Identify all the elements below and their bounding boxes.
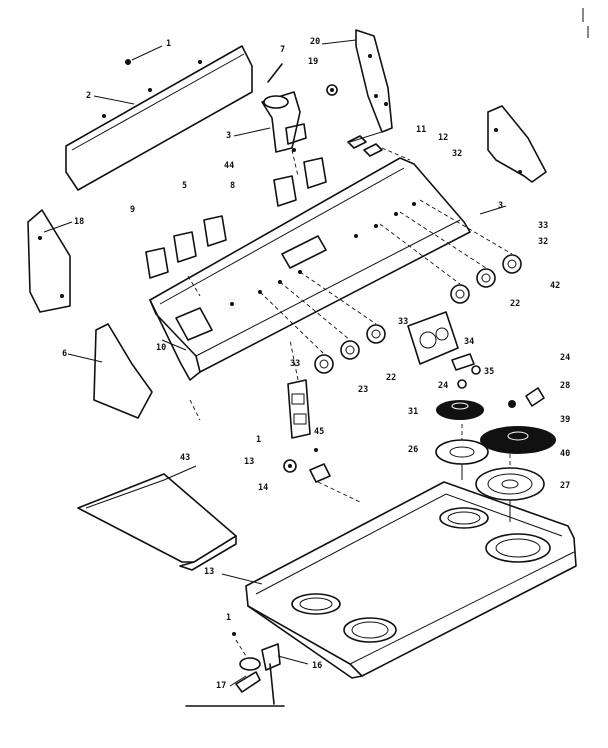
callout: 18: [74, 217, 84, 227]
callout: 22: [386, 373, 396, 383]
leader-dashes: [187, 147, 513, 657]
callout: 5: [182, 181, 187, 191]
leader-lines: [43, 39, 507, 687]
left-bracket-part: [27, 209, 71, 313]
callout: 1: [226, 613, 231, 623]
screw-part: [125, 45, 163, 65]
callout: 6: [62, 349, 67, 359]
callout: 33: [538, 221, 548, 231]
callout: 7: [280, 45, 285, 55]
fitting-parts: [283, 448, 331, 483]
timer-part: [407, 311, 459, 365]
callout: 43: [180, 453, 190, 463]
burner-head-small: [435, 439, 489, 480]
callout: 19: [308, 57, 318, 67]
callout: 26: [408, 445, 418, 455]
callout: 14: [258, 483, 268, 493]
cooktop-part: [245, 481, 577, 679]
callout: 44: [224, 161, 234, 171]
right-bracket-part: [355, 29, 393, 133]
knob-parts-left: [314, 324, 386, 374]
control-panel-part: [149, 157, 471, 381]
switch-block-part: [287, 379, 311, 439]
callout: 42: [550, 281, 560, 291]
switch-parts-lower: [145, 215, 227, 279]
left-side-panel-part: [93, 323, 153, 419]
callout: 33: [398, 317, 408, 327]
burner-cap-large: [480, 426, 556, 454]
callout: 33: [290, 359, 300, 369]
callout: 32: [538, 237, 548, 247]
knob-parts-right: [450, 254, 522, 304]
callout: 8: [230, 181, 235, 191]
callout: 3: [226, 131, 231, 141]
thermostat-bracket-part: [261, 91, 307, 153]
callout: 11: [416, 125, 426, 135]
callout: 13: [204, 567, 214, 577]
clip-parts: [347, 135, 383, 157]
callout: 39: [560, 415, 570, 425]
callout: 28: [560, 381, 570, 391]
callout: 45: [314, 427, 324, 437]
callout: 27: [560, 481, 570, 491]
callout: 1: [256, 435, 261, 445]
callout: 1: [166, 39, 171, 49]
callout: 16: [312, 661, 322, 671]
callout: 10: [156, 343, 166, 353]
callout: 24: [438, 381, 448, 391]
switch-parts-upper: [273, 157, 327, 207]
hinge-parts: [185, 632, 285, 707]
nut-part: [326, 84, 338, 96]
callout: 13: [244, 457, 254, 467]
igniter-part: [508, 387, 545, 408]
callout: 9: [130, 205, 135, 215]
callout: 32: [452, 149, 462, 159]
callout: 34: [464, 337, 474, 347]
callout: 17: [216, 681, 226, 691]
callout-labels: 1 2 7 20 19 3 11 12 32 44 8 5 9 18 3 33 …: [62, 37, 570, 691]
valve-bits-part: [451, 353, 481, 389]
callout: 22: [510, 299, 520, 309]
callout: 35: [484, 367, 494, 377]
burner-head-large: [475, 467, 545, 522]
tray-part: [77, 473, 237, 571]
callout: 2: [86, 91, 91, 101]
callout: 31: [408, 407, 418, 417]
right-end-bracket-part: [487, 105, 547, 183]
callout: 20: [310, 37, 320, 47]
callout: 24: [560, 353, 570, 363]
rear-panel-part: [65, 45, 253, 191]
burner-cap-small: [436, 400, 484, 420]
callout: 23: [358, 385, 368, 395]
callout: 3: [498, 201, 503, 211]
callout: 40: [560, 449, 570, 459]
pin-part: [267, 63, 283, 83]
callout: 12: [438, 133, 448, 143]
